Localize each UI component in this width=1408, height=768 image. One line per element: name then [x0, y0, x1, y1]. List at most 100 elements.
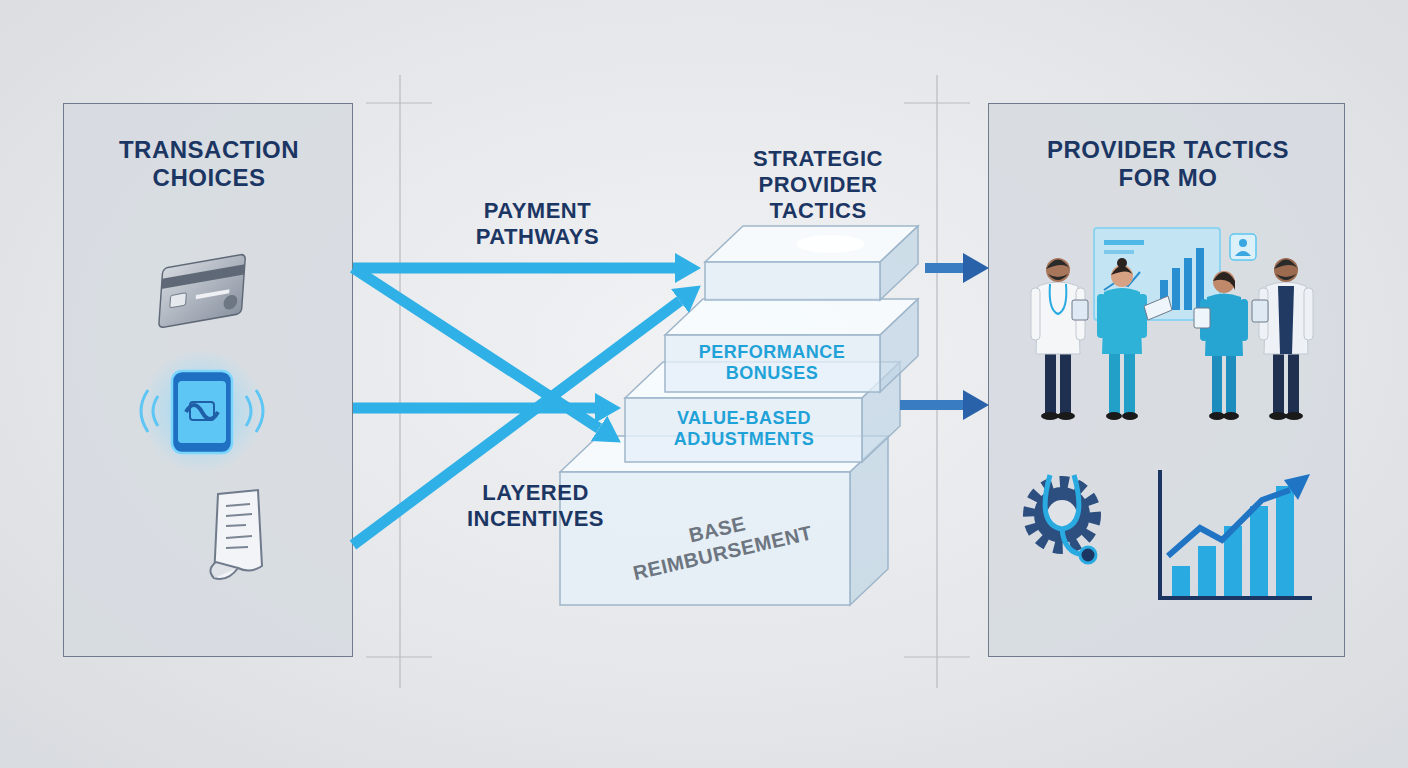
staff-figure-part — [1060, 344, 1071, 414]
card-icon-part — [223, 294, 238, 311]
growth-chart-icon — [1160, 470, 1312, 598]
dashboard-panel — [1094, 228, 1256, 320]
slab-glow — [797, 235, 865, 253]
staff-figure-part — [1124, 346, 1135, 414]
staff-figure-part — [1117, 258, 1127, 268]
staff-figure-part — [1278, 286, 1294, 354]
top-tier: STRATEGIC PROVIDER TACTICS — [700, 140, 925, 310]
incentive-tier: PERFORMANCE BONUSES — [660, 295, 925, 395]
staff-figure-part — [1205, 294, 1243, 357]
growth-chart-icon-part — [1172, 566, 1190, 596]
gear-stethoscope-icon-part — [1034, 487, 1090, 543]
payment-arrow — [353, 263, 675, 274]
staff-figure-part — [1269, 412, 1287, 420]
guide-lines-part — [366, 656, 432, 657]
staff-figure-part — [1194, 308, 1210, 328]
gear-stethoscope-icon-part — [1062, 529, 1084, 555]
growth-chart-icon-part — [1250, 506, 1268, 596]
staff-figure-part — [1106, 412, 1122, 420]
gear-stethoscope-icon-part — [1029, 482, 1095, 548]
document-icon-part — [226, 504, 252, 548]
staff-figure-part — [1274, 260, 1298, 270]
outcome-arrow — [925, 263, 963, 273]
dashboard-panel-part — [1239, 239, 1247, 247]
guide-lines-part — [904, 656, 970, 657]
staff-figure-part — [1273, 344, 1284, 414]
staff-figure-part — [1046, 258, 1070, 282]
guide-lines-part — [399, 75, 400, 688]
staff-figure-part — [1048, 274, 1068, 280]
staff-figure — [1252, 258, 1313, 420]
staff-figure-part — [1072, 300, 1088, 320]
staff-figure-part — [1041, 412, 1059, 420]
staff-figure-part — [1097, 294, 1106, 338]
document-icon-part-part — [226, 514, 252, 516]
staff-figure-part — [1045, 344, 1056, 414]
tier-label: PERFORMANCE BONUSES — [682, 342, 862, 384]
staff-figure-part — [1200, 299, 1208, 341]
panel-heading: TRANSACTION CHOICES — [99, 136, 319, 193]
staff-figure-part — [1212, 350, 1222, 414]
staff-figure-part — [1111, 265, 1133, 287]
staff-figure-part — [1259, 288, 1268, 340]
document-icon-part — [214, 490, 262, 579]
staff-figure-part — [1144, 296, 1172, 320]
document-icon — [210, 490, 262, 579]
staff-figure-part — [1213, 272, 1235, 290]
staff-figure-part — [1109, 346, 1120, 414]
slab-front-face — [705, 262, 880, 300]
document-icon-part-part — [226, 504, 250, 506]
staff-figure-part — [1226, 350, 1236, 414]
phone-icon-part — [246, 390, 263, 432]
dashboard-panel-part — [1235, 251, 1251, 256]
staff-figure-part — [1046, 260, 1070, 270]
staff-figure-part — [1252, 300, 1268, 322]
dashboard-panel-part — [1104, 240, 1144, 245]
target-panel: PROVIDER TACTICS FOR MO — [988, 103, 1345, 657]
staff-figure-part — [1240, 299, 1248, 341]
staff-figure-part — [1274, 258, 1298, 282]
staff-figure-part — [1276, 274, 1296, 280]
staff-figure — [1194, 271, 1248, 420]
dashboard-panel-part — [1094, 228, 1220, 320]
card-icon-part — [159, 254, 246, 328]
staff-figure-part — [1031, 288, 1040, 340]
pathway-label: PAYMENT PATHWAYS — [450, 198, 625, 250]
staff-figure-part — [1102, 288, 1142, 354]
staff-figure — [1031, 258, 1088, 420]
phone-icon-part — [172, 371, 232, 453]
staff-figure-part — [1288, 344, 1299, 414]
gear-stethoscope-icon-part — [1080, 547, 1096, 563]
growth-chart-icon-part — [1276, 486, 1294, 596]
document-icon-part — [210, 562, 238, 578]
tier-heading: STRATEGIC PROVIDER TACTICS — [748, 146, 888, 224]
card-icon-part — [170, 293, 187, 308]
tier-label: VALUE-BASED ADJUSTMENTS — [654, 408, 834, 450]
document-icon-part-part — [226, 525, 246, 526]
card-icon — [159, 254, 246, 328]
staff-figure-part — [1209, 412, 1225, 420]
growth-chart-icon-part — [1198, 546, 1216, 596]
staff-figure-part — [1111, 266, 1133, 275]
slab-front-face — [625, 398, 862, 462]
payment-arrow — [353, 403, 595, 414]
staff-figure-part — [1138, 294, 1147, 338]
gear-stethoscope-icon-part — [1047, 500, 1077, 530]
dashboard-panel-part — [1184, 258, 1192, 310]
gear-stethoscope-icon-part — [1045, 475, 1079, 529]
staff-figure-part — [1304, 288, 1313, 340]
dashboard-panel-part — [1172, 268, 1180, 310]
phone-icon-part — [178, 381, 226, 443]
staff-figure-part — [1264, 282, 1308, 354]
gear-stethoscope-icon — [1029, 475, 1096, 563]
guide-lines-part — [366, 102, 432, 103]
card-icon-part — [161, 264, 244, 289]
slab-side-face — [850, 436, 888, 605]
phone-icon-part — [141, 390, 158, 432]
phone-icon-part — [190, 402, 214, 420]
dashboard-panel-part — [1104, 250, 1134, 254]
staff-figure-part — [1213, 271, 1235, 293]
growth-chart-icon-part — [1224, 526, 1242, 596]
